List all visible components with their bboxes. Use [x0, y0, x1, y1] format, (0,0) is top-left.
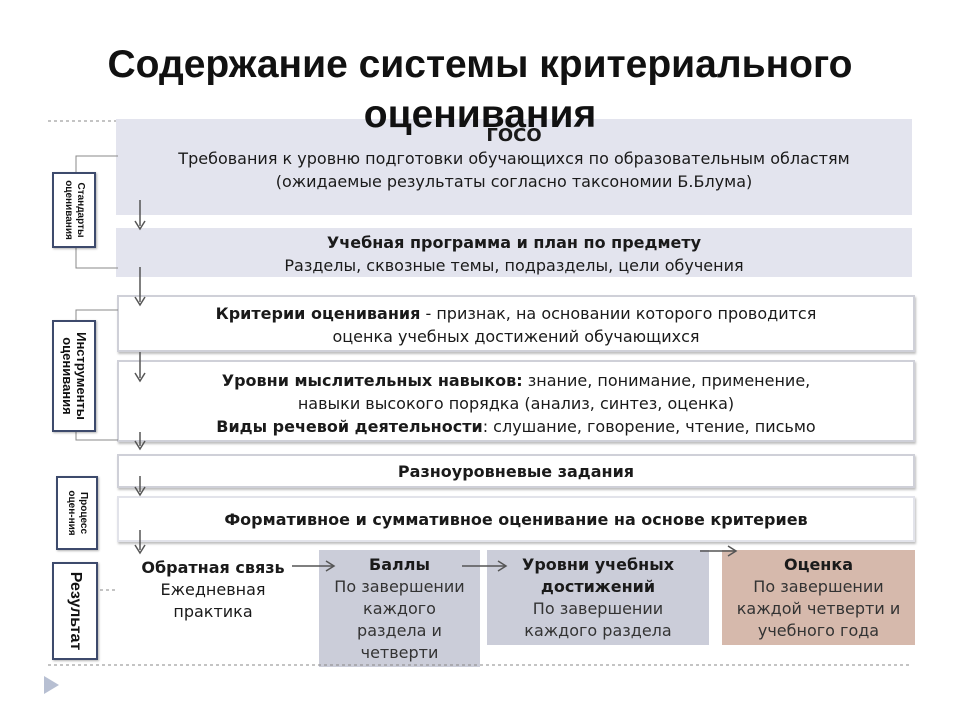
- formative-box: Формативное и суммативное оценивание на …: [117, 496, 915, 542]
- levels-line-2: навыки высокого порядка (анализ, синтез,…: [297, 394, 735, 413]
- page-title: Содержание системы критериального оценив…: [107, 43, 853, 136]
- achievements-line: каждого раздела: [524, 621, 672, 640]
- speech-text: : слушание, говорение, чтение, письмо: [482, 417, 816, 436]
- tasks-box: Разноуровневые задания: [117, 454, 915, 488]
- feedback-line: Ежедневная: [160, 580, 266, 599]
- feedback-title: Обратная связь: [141, 558, 285, 577]
- scores-cell: Баллы По завершении каждого раздела и че…: [319, 550, 480, 667]
- side-label-instruments: Инструменты оценивания: [52, 320, 96, 432]
- side-label-standards: Стандарты оценивания: [52, 172, 96, 248]
- grade-line: По завершении: [753, 577, 884, 596]
- grade-cell: Оценка По завершении каждой четверти и у…: [722, 550, 915, 645]
- criteria-title: Критерии оценивания: [215, 304, 421, 323]
- program-box: Учебная программа и план по предмету Раз…: [116, 228, 912, 277]
- feedback-line: практика: [173, 602, 253, 621]
- scores-line: четверти: [360, 643, 439, 662]
- achievements-cell: Уровни учебных достижений По завершении …: [487, 550, 709, 645]
- program-title: Учебная программа и план по предмету: [326, 233, 702, 252]
- goso-box: ГОСО Требования к уровню подготовки обуч…: [116, 119, 912, 215]
- side-label-process: Процесс оцен-ния: [56, 476, 98, 550]
- side-label-result: Результат: [52, 562, 98, 660]
- tasks-title: Разноуровневые задания: [397, 462, 635, 481]
- achievements-line: По завершении: [532, 599, 664, 618]
- goso-line-1: Требования к уровню подготовки обучающих…: [178, 149, 850, 168]
- levels-title: Уровни мыслительных навыков:: [221, 371, 523, 390]
- criteria-line-2: оценка учебных достижений обучающихся: [332, 327, 700, 346]
- scores-line: раздела и: [357, 621, 442, 640]
- criteria-box: Критерии оценивания - признак, на основа…: [117, 295, 915, 352]
- grade-line: учебного года: [757, 621, 880, 640]
- scores-line: каждого: [363, 599, 436, 618]
- speech-title: Виды речевой деятельности: [216, 417, 483, 436]
- achievements-title: Уровни учебных: [521, 555, 675, 574]
- levels-text-1: знание, понимание, применение,: [522, 371, 811, 390]
- formative-title: Формативное и суммативное оценивание на …: [224, 510, 808, 529]
- criteria-text: - признак, на основании которого проводи…: [420, 304, 817, 323]
- achievements-title: достижений: [540, 577, 656, 596]
- feedback-cell: Обратная связь Ежедневная практика: [128, 553, 298, 665]
- grade-line: каждой четверти и: [736, 599, 901, 618]
- levels-box: Уровни мыслительных навыков: знание, пон…: [117, 360, 915, 442]
- program-line-1: Разделы, сквозные темы, подразделы, цели…: [284, 256, 744, 275]
- scores-line: По завершении: [334, 577, 465, 596]
- goso-line-2: (ожидаемые результаты согласно таксономи…: [275, 172, 753, 191]
- grade-title: Оценка: [783, 555, 854, 574]
- goso-title: ГОСО: [486, 125, 542, 146]
- scores-title: Баллы: [369, 555, 430, 574]
- next-slide-arrow-icon[interactable]: [44, 676, 59, 694]
